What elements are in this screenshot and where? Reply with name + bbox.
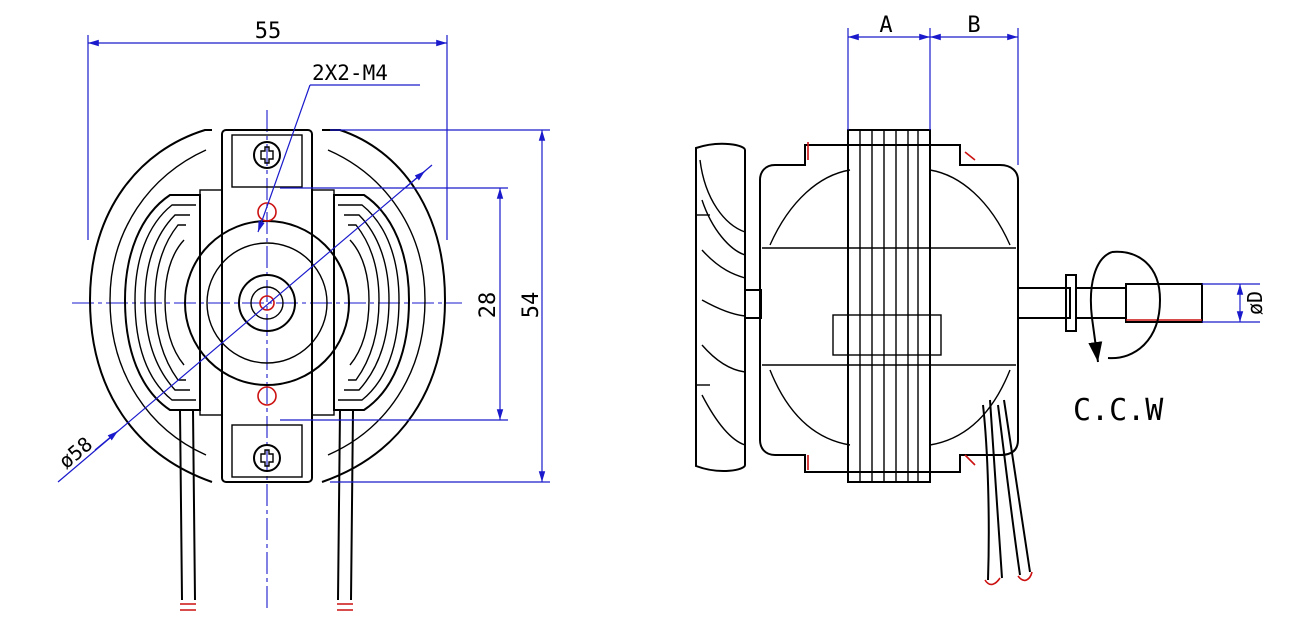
body-curve-tl <box>769 169 851 246</box>
housing-inner-right <box>327 149 426 456</box>
hole-label-text: 2X2-M4 <box>312 61 388 85</box>
housing-left <box>88 129 213 483</box>
bearing <box>238 274 296 332</box>
dim58-arrow-high <box>404 170 426 189</box>
mount-hole-top <box>257 202 277 222</box>
clamp-bar <box>832 314 942 356</box>
bearing-inner <box>250 286 284 320</box>
mount-hole-bottom <box>257 386 277 406</box>
rotation-arc-right <box>1107 250 1162 360</box>
motor-body <box>759 144 1019 473</box>
right-coil <box>333 194 411 411</box>
front-lead-wires <box>179 409 354 611</box>
shaft-hole <box>259 295 275 311</box>
dim-d-text: øD <box>1243 291 1267 315</box>
shaft-tip <box>1125 283 1203 323</box>
side-red-marks <box>807 142 976 470</box>
dim-a-text: A <box>879 13 892 38</box>
fan-shaft <box>744 289 762 319</box>
dim-28-text: 28 <box>476 292 501 319</box>
housing-right <box>321 129 447 483</box>
dim-55-text: 55 <box>255 19 282 44</box>
front-view: 55 2X2-M4 28 54 ø58 <box>54 19 550 612</box>
lamination-stack <box>847 129 931 483</box>
shaft-mid <box>1075 287 1127 319</box>
dim-54-text: 54 <box>519 292 544 319</box>
side-lead-wires <box>982 399 1033 586</box>
body-curve-tr <box>929 169 1011 246</box>
dim-b-text: B <box>967 13 980 38</box>
top-screw <box>253 141 281 169</box>
left-coil <box>123 194 201 411</box>
bracket-plate <box>221 129 313 483</box>
fan <box>695 142 746 472</box>
body-curve-bl <box>769 369 851 446</box>
rotation-arrow <box>1088 251 1113 363</box>
lamination-lines <box>859 130 919 482</box>
dim58-arrow-low <box>94 430 119 451</box>
bottom-screw <box>253 444 281 472</box>
side-view: C.C.W A B øD <box>695 13 1267 586</box>
dim58-line <box>57 164 433 483</box>
shaft-base <box>1017 287 1071 319</box>
dim-58-text: ø58 <box>54 432 97 474</box>
m4-leader <box>257 84 311 233</box>
hub-ring <box>206 242 328 364</box>
bracket-top-tab <box>231 134 303 188</box>
body-curve-br <box>929 369 1011 446</box>
housing-inner-left <box>109 149 207 456</box>
bracket-bottom-tab <box>231 424 303 478</box>
rotation-label: C.C.W <box>1073 393 1164 428</box>
